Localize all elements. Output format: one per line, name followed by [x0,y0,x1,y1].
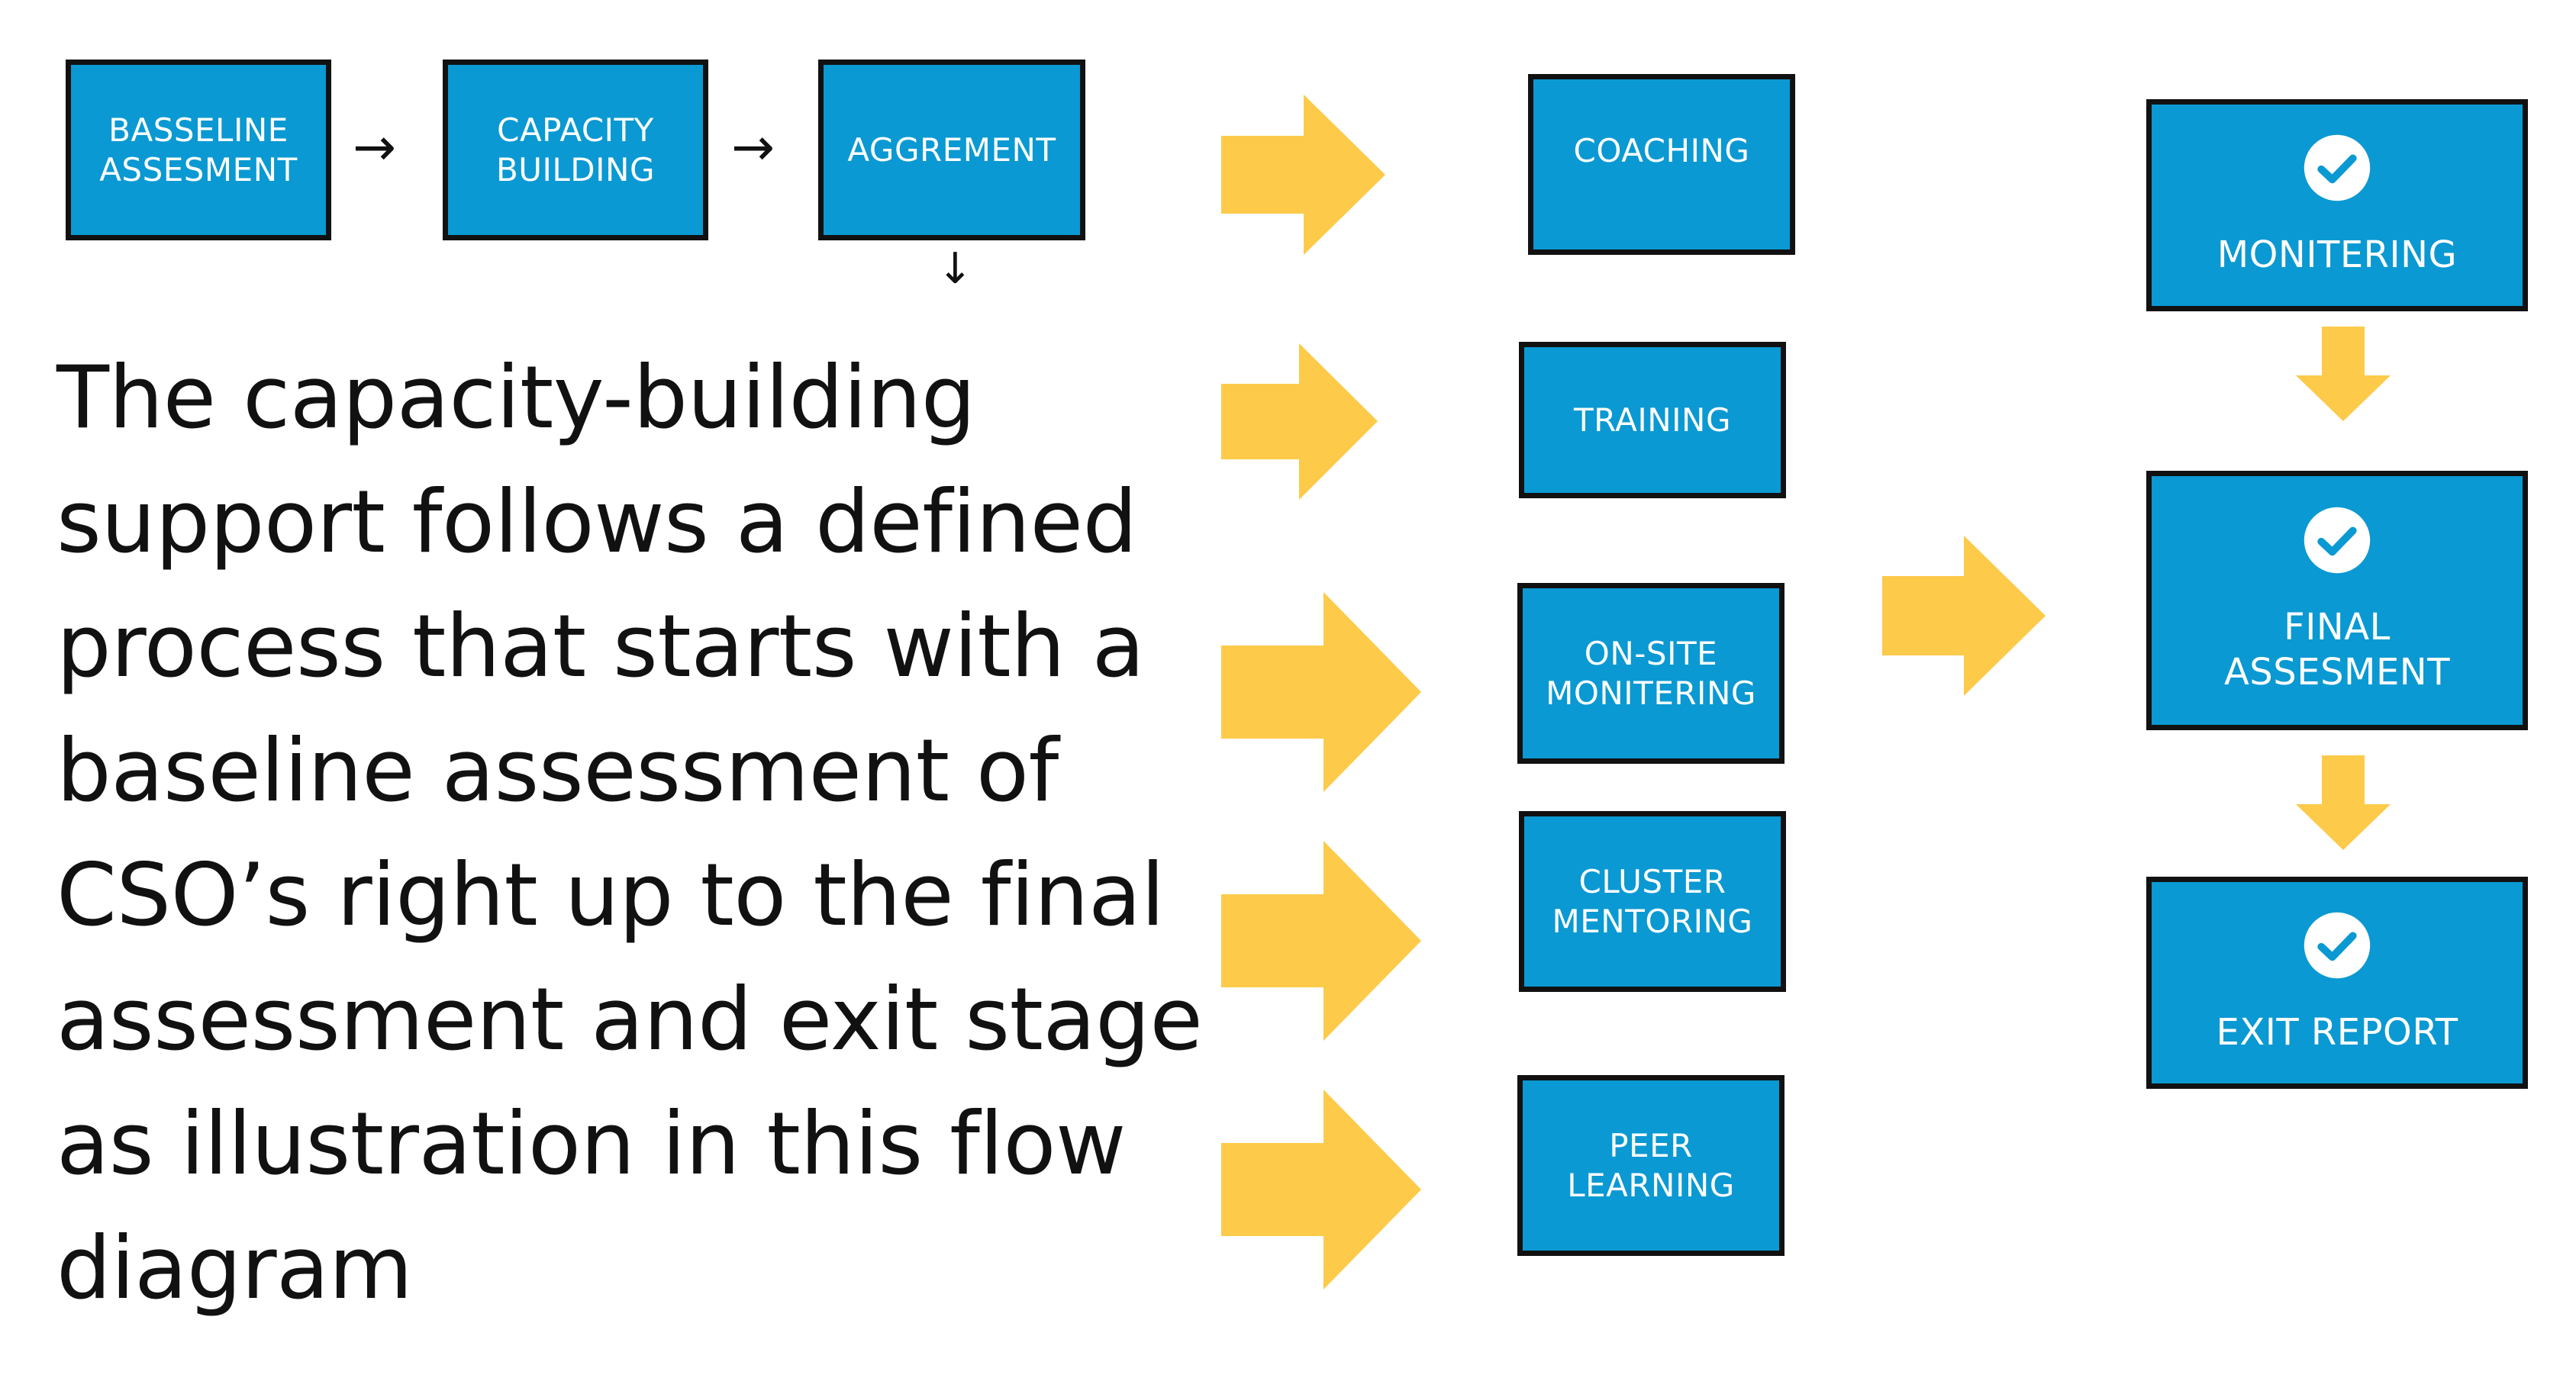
activity-cluster-mentoring: CLUSTER MENTORING [1519,811,1786,992]
arrow-right-icon: → [731,118,775,178]
yellow-arrow-training [1221,343,1378,500]
description-text: The capacity-building support follows a … [56,347,1203,1318]
check-circle-icon [2304,912,2371,978]
arrow-down-icon: ↓ [937,244,973,294]
step-agreement: AGGREMENT [818,60,1085,240]
activity-onsite-monitoring: ON-SITE MONITERING [1517,583,1785,764]
activity-coaching: COACHING [1528,74,1795,255]
activity-onsite-label: ON-SITE MONITERING [1546,635,1756,712]
yellow-arrow-coaching [1221,95,1385,255]
activity-training: TRAINING [1519,342,1786,498]
arrow-right-icon: → [353,118,396,178]
check-circle-icon [2304,134,2371,201]
step-agreement-label: AGGREMENT [847,130,1056,169]
check-circle-icon [2304,507,2371,574]
step-baseline-label: BASSELINE ASSESMENT [99,111,298,188]
step-capacity-label: CAPACITY BUILDING [495,111,656,188]
yellow-arrow-onsite [1221,592,1421,792]
step-capacity-building: CAPACITY BUILDING [443,60,708,240]
outcome-monitoring: MONITERING [2146,99,2528,311]
activity-peer-learning: PEER LEARNING [1517,1075,1785,1256]
activity-peer-label: PEER LEARNING [1567,1127,1735,1204]
step-baseline-assessment: BASSELINE ASSESMENT [66,60,331,240]
activity-training-label: TRAINING [1573,401,1732,439]
activity-cluster-label: CLUSTER MENTORING [1552,863,1753,940]
yellow-arrow-outcomes [1882,536,2046,696]
outcome-exit-label: EXIT REPORT [2216,1010,2458,1054]
outcome-exit-report: EXIT REPORT [2146,877,2528,1089]
outcome-final-assessment: FINAL ASSESMENT [2146,471,2528,730]
yellow-arrow-down-2 [2296,755,2391,850]
activity-coaching-label: COACHING [1573,132,1750,169]
outcome-monitoring-label: MONITERING [2217,233,2458,276]
yellow-arrow-peer [1221,1090,1421,1289]
yellow-arrow-cluster [1221,841,1421,1041]
outcome-final-label: FINAL ASSESMENT [2223,606,2451,694]
yellow-arrow-down-1 [2296,327,2391,421]
